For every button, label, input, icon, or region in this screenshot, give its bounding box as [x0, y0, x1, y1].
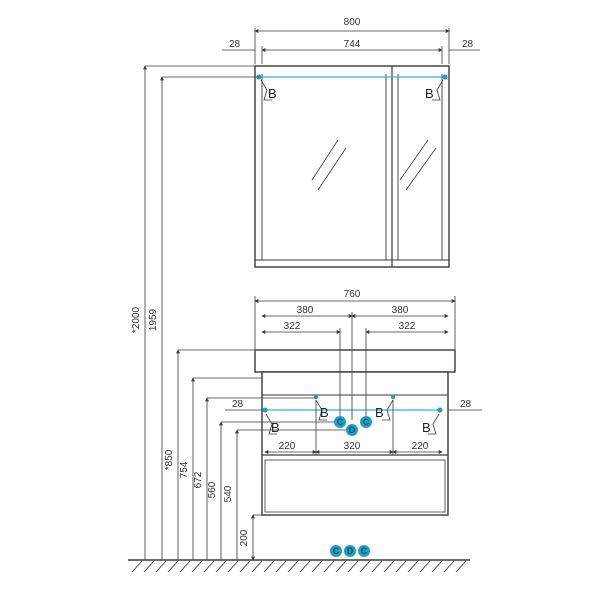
bracket-b-vanity-3: B: [265, 413, 280, 435]
drain-point: [344, 545, 356, 557]
bracket-label: B: [271, 420, 280, 435]
vanity-cabinet: [261, 371, 449, 516]
height-mirror: 1959: [148, 308, 159, 331]
floor-hatch-stroke: [431, 560, 443, 573]
mirror-offset-left: 28: [229, 39, 241, 50]
vanity-mount-point-left: [262, 407, 268, 413]
floor-hatch-stroke: [215, 560, 227, 573]
floor-hatch-stroke: [311, 560, 323, 573]
bracket-label: B: [320, 405, 329, 420]
floor-hatch-stroke: [203, 560, 215, 573]
bracket-b-vanity-1: B: [315, 399, 329, 421]
bracket-b-mirror-right: B: [425, 79, 444, 101]
floor-hatch-stroke: [359, 560, 371, 573]
floor-hatch-stroke: [227, 560, 239, 573]
floor-hatch-stroke: [455, 560, 467, 573]
floor-hatch-stroke: [383, 560, 395, 573]
mirror-width-dimensions: 800 744 28 28: [222, 17, 480, 64]
vanity-width-dimensions: 760 380 380 322 322 28 28 220 320 220: [225, 289, 482, 455]
vanity-mount-point-mid-right: [390, 394, 396, 400]
floor-hatch-stroke: [275, 560, 287, 573]
floor-line: [128, 559, 470, 573]
floor-hatch-stroke: [131, 560, 143, 573]
pipe-offset-right: 322: [399, 321, 416, 332]
height-672: 672: [193, 471, 204, 488]
height-560: 560: [207, 481, 218, 498]
mirror-mount-point-right: [442, 74, 448, 80]
bracket-label: B: [422, 420, 431, 435]
floor-hatch-stroke: [395, 560, 407, 573]
span-center: 320: [344, 441, 361, 452]
floor-hatch-stroke: [299, 560, 311, 573]
hot-water-label: C: [361, 546, 368, 556]
cold-water-label: C: [333, 546, 340, 556]
floor-hatch-stroke: [287, 560, 299, 573]
floor-hatch-stroke: [143, 560, 155, 573]
height-dimensions: *2000 1959 *850 754 672 560 540 200: [131, 65, 346, 561]
cold-water-point: [330, 545, 342, 557]
height-basin: *850: [164, 449, 175, 470]
floor-hatch-stroke: [167, 560, 179, 573]
floor-hatch-stroke: [263, 560, 275, 573]
vanity-connections: C D C: [334, 416, 372, 436]
floor-hatch-stroke: [347, 560, 359, 573]
bracket-b-vanity-2: B: [375, 399, 394, 421]
vanity-half-left: 380: [297, 305, 314, 316]
floor-hatch-stroke: [443, 560, 455, 573]
bracket-label: B: [375, 405, 384, 420]
bracket-b-vanity-4: B: [422, 413, 440, 435]
height-floor-gap: 200: [239, 529, 250, 546]
bracket-label: B: [268, 86, 277, 101]
floor-hatch-stroke: [251, 560, 263, 573]
drain-point: [346, 424, 358, 436]
cold-water-label: C: [337, 417, 344, 427]
floor-hatch-stroke: [335, 560, 347, 573]
mirror-reflection-right: [399, 139, 437, 191]
span-right: 220: [412, 441, 429, 452]
vanity-offset-left: 28: [232, 399, 244, 410]
bracket-b-mirror-left: B: [260, 79, 277, 101]
vanity-mount-point-mid-left: [313, 394, 319, 400]
height-total: *2000: [131, 306, 142, 333]
drain-label: D: [349, 425, 356, 435]
height-540: 540: [223, 485, 234, 502]
mirror-reflection-left: [311, 139, 347, 191]
vanity-half-right: 380: [392, 305, 409, 316]
vanity-drawer: [264, 459, 446, 513]
floor-hatch-stroke: [239, 560, 251, 573]
mirror-cabinet: B B: [254, 65, 450, 268]
mirror-offset-right: 28: [462, 39, 474, 50]
hot-water-label: C: [363, 417, 370, 427]
vanity-unit: B B B B: [254, 349, 456, 516]
hot-water-point: [358, 545, 370, 557]
vanity-width-total: 760: [344, 289, 361, 300]
floor-hatching: [131, 560, 467, 573]
cold-water-point: [334, 416, 346, 428]
floor-hatch-stroke: [179, 560, 191, 573]
hot-water-point: [360, 416, 372, 428]
height-754: 754: [179, 461, 190, 478]
vanity-mount-point-right: [437, 407, 443, 413]
floor-hatch-stroke: [323, 560, 335, 573]
pipe-offset-left: 322: [284, 321, 301, 332]
floor-hatch-stroke: [407, 560, 419, 573]
floor-hatch-stroke: [191, 560, 203, 573]
floor-hatch-stroke: [419, 560, 431, 573]
span-left: 220: [279, 441, 296, 452]
drain-label: D: [347, 546, 354, 556]
basin: [254, 349, 456, 373]
bracket-label: B: [425, 86, 434, 101]
mirror-width-total: 800: [344, 17, 361, 28]
floor-connections: C D C: [330, 545, 370, 557]
mirror-width-inner: 744: [344, 39, 361, 50]
floor-hatch-stroke: [155, 560, 167, 573]
floor-hatch-stroke: [371, 560, 383, 573]
vanity-offset-right: 28: [460, 399, 472, 410]
